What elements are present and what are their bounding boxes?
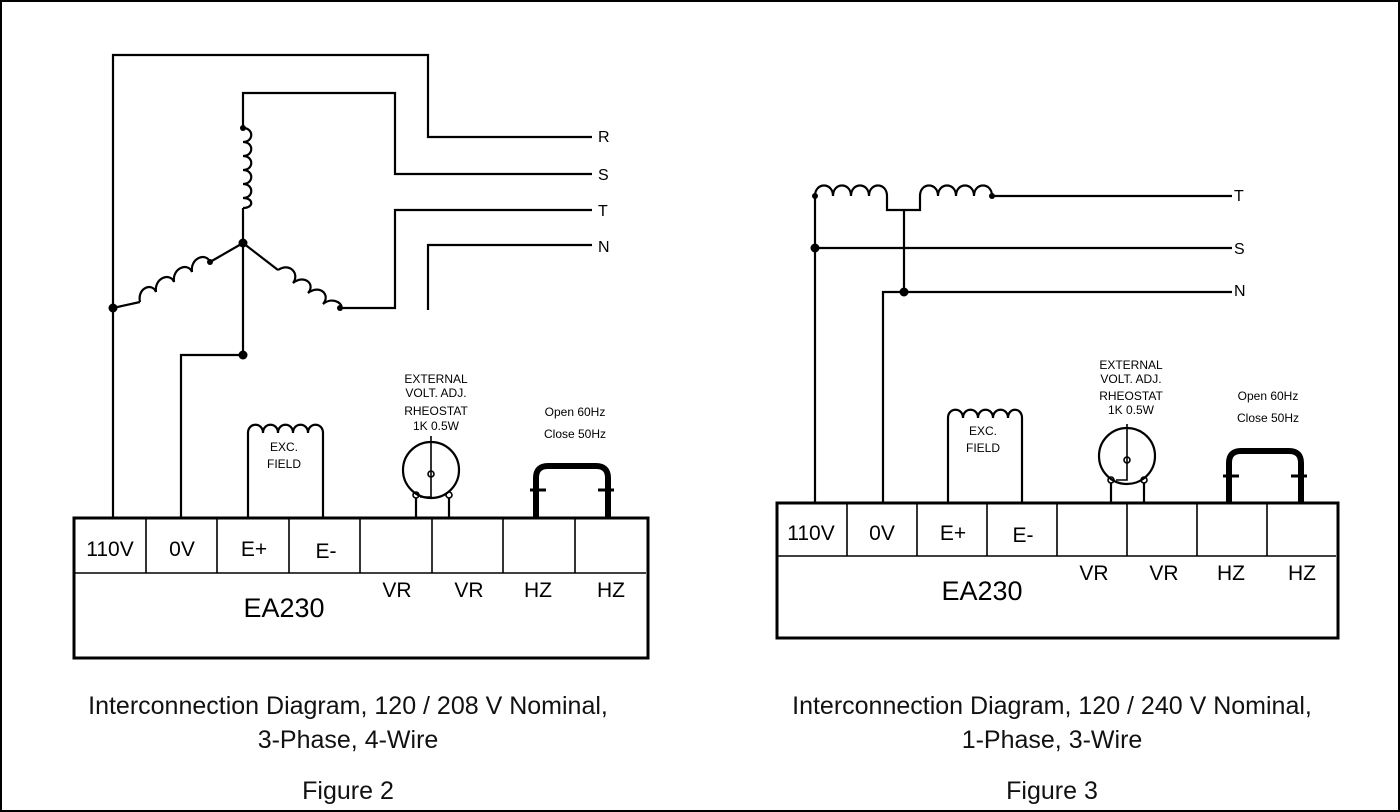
line-label-s: S bbox=[598, 167, 609, 184]
terminal-0v: 0V bbox=[169, 538, 195, 561]
hz-jumper bbox=[1226, 448, 1304, 503]
line-label-r: R bbox=[598, 129, 610, 146]
line-label-n: N bbox=[1234, 283, 1246, 300]
terminal-e-plus: E+ bbox=[940, 522, 966, 545]
exc-label: EXC. bbox=[969, 424, 997, 438]
rheostat-label-3: RHEOSTAT bbox=[1099, 389, 1163, 403]
terminal-vr-1: VR bbox=[382, 579, 411, 602]
jumper-note-1: Open 60Hz bbox=[1238, 389, 1299, 403]
coil-left bbox=[138, 255, 212, 303]
regulator-name: EA230 bbox=[243, 593, 324, 623]
line-label-n: N bbox=[598, 239, 610, 256]
terminal-110v: 110V bbox=[86, 538, 134, 561]
terminal-e-plus: E+ bbox=[241, 538, 267, 561]
terminal-vr-2: VR bbox=[1149, 562, 1178, 585]
rheostat-label-1: EXTERNAL bbox=[1099, 358, 1163, 372]
terminal-vr-1: VR bbox=[1079, 562, 1108, 585]
coil-right bbox=[277, 266, 343, 311]
figure-3: T S N EXC. FIELD EXTERNAL VOLT. ADJ. RHE… bbox=[775, 184, 1340, 805]
terminal-e-minus: E- bbox=[1013, 524, 1034, 547]
figure-2: R S T N EXC. FIELD EXTERNAL VOLT. ADJ. R… bbox=[72, 53, 650, 805]
terminal-0v: 0V bbox=[869, 522, 895, 545]
exc-label: EXC. bbox=[270, 440, 298, 454]
coil-vertical bbox=[242, 126, 253, 210]
hz-jumper bbox=[533, 463, 611, 518]
line-label-s: S bbox=[1234, 241, 1245, 258]
caption-line-1: Interconnection Diagram, 120 / 240 V Nom… bbox=[792, 692, 1312, 720]
rheostat-label-2: VOLT. ADJ. bbox=[405, 386, 466, 400]
jumper-note-1: Open 60Hz bbox=[545, 405, 606, 419]
rheostat-label-1: EXTERNAL bbox=[404, 372, 468, 386]
exc-field-coil bbox=[946, 408, 1024, 419]
line-label-t: T bbox=[598, 203, 608, 220]
terminal-hz-2: HZ bbox=[597, 579, 625, 602]
rheostat-label-3: RHEOSTAT bbox=[404, 404, 468, 418]
ea230-terminal-block bbox=[775, 501, 1340, 640]
field-label: FIELD bbox=[966, 441, 1000, 455]
coil-1 bbox=[813, 184, 889, 197]
terminal-vr-2: VR bbox=[454, 579, 483, 602]
ea230-terminal-block bbox=[72, 516, 650, 660]
rheostat-label-4: 1K 0.5W bbox=[413, 419, 460, 433]
rheostat-label-4: 1K 0.5W bbox=[1108, 403, 1155, 417]
figure-label: Figure 3 bbox=[1006, 777, 1098, 805]
exc-field-coil bbox=[246, 423, 325, 434]
line-label-t: T bbox=[1234, 188, 1244, 205]
terminal-hz-1: HZ bbox=[524, 579, 552, 602]
jumper-note-2: Close 50Hz bbox=[1237, 411, 1299, 425]
terminal-hz-2: HZ bbox=[1288, 562, 1316, 585]
terminal-e-minus: E- bbox=[316, 540, 337, 563]
figure-label: Figure 2 bbox=[302, 777, 394, 805]
rheostat-label-2: VOLT. ADJ. bbox=[1100, 372, 1161, 386]
caption-line-2: 3-Phase, 4-Wire bbox=[258, 726, 439, 754]
terminal-110v: 110V bbox=[787, 522, 835, 545]
caption-line-2: 1-Phase, 3-Wire bbox=[962, 726, 1143, 754]
regulator-name: EA230 bbox=[941, 576, 1022, 606]
jumper-note-2: Close 50Hz bbox=[544, 427, 606, 441]
terminal-hz-1: HZ bbox=[1217, 562, 1245, 585]
coil-2 bbox=[918, 184, 994, 197]
caption-line-1: Interconnection Diagram, 120 / 208 V Nom… bbox=[88, 692, 608, 720]
field-label: FIELD bbox=[267, 457, 301, 471]
